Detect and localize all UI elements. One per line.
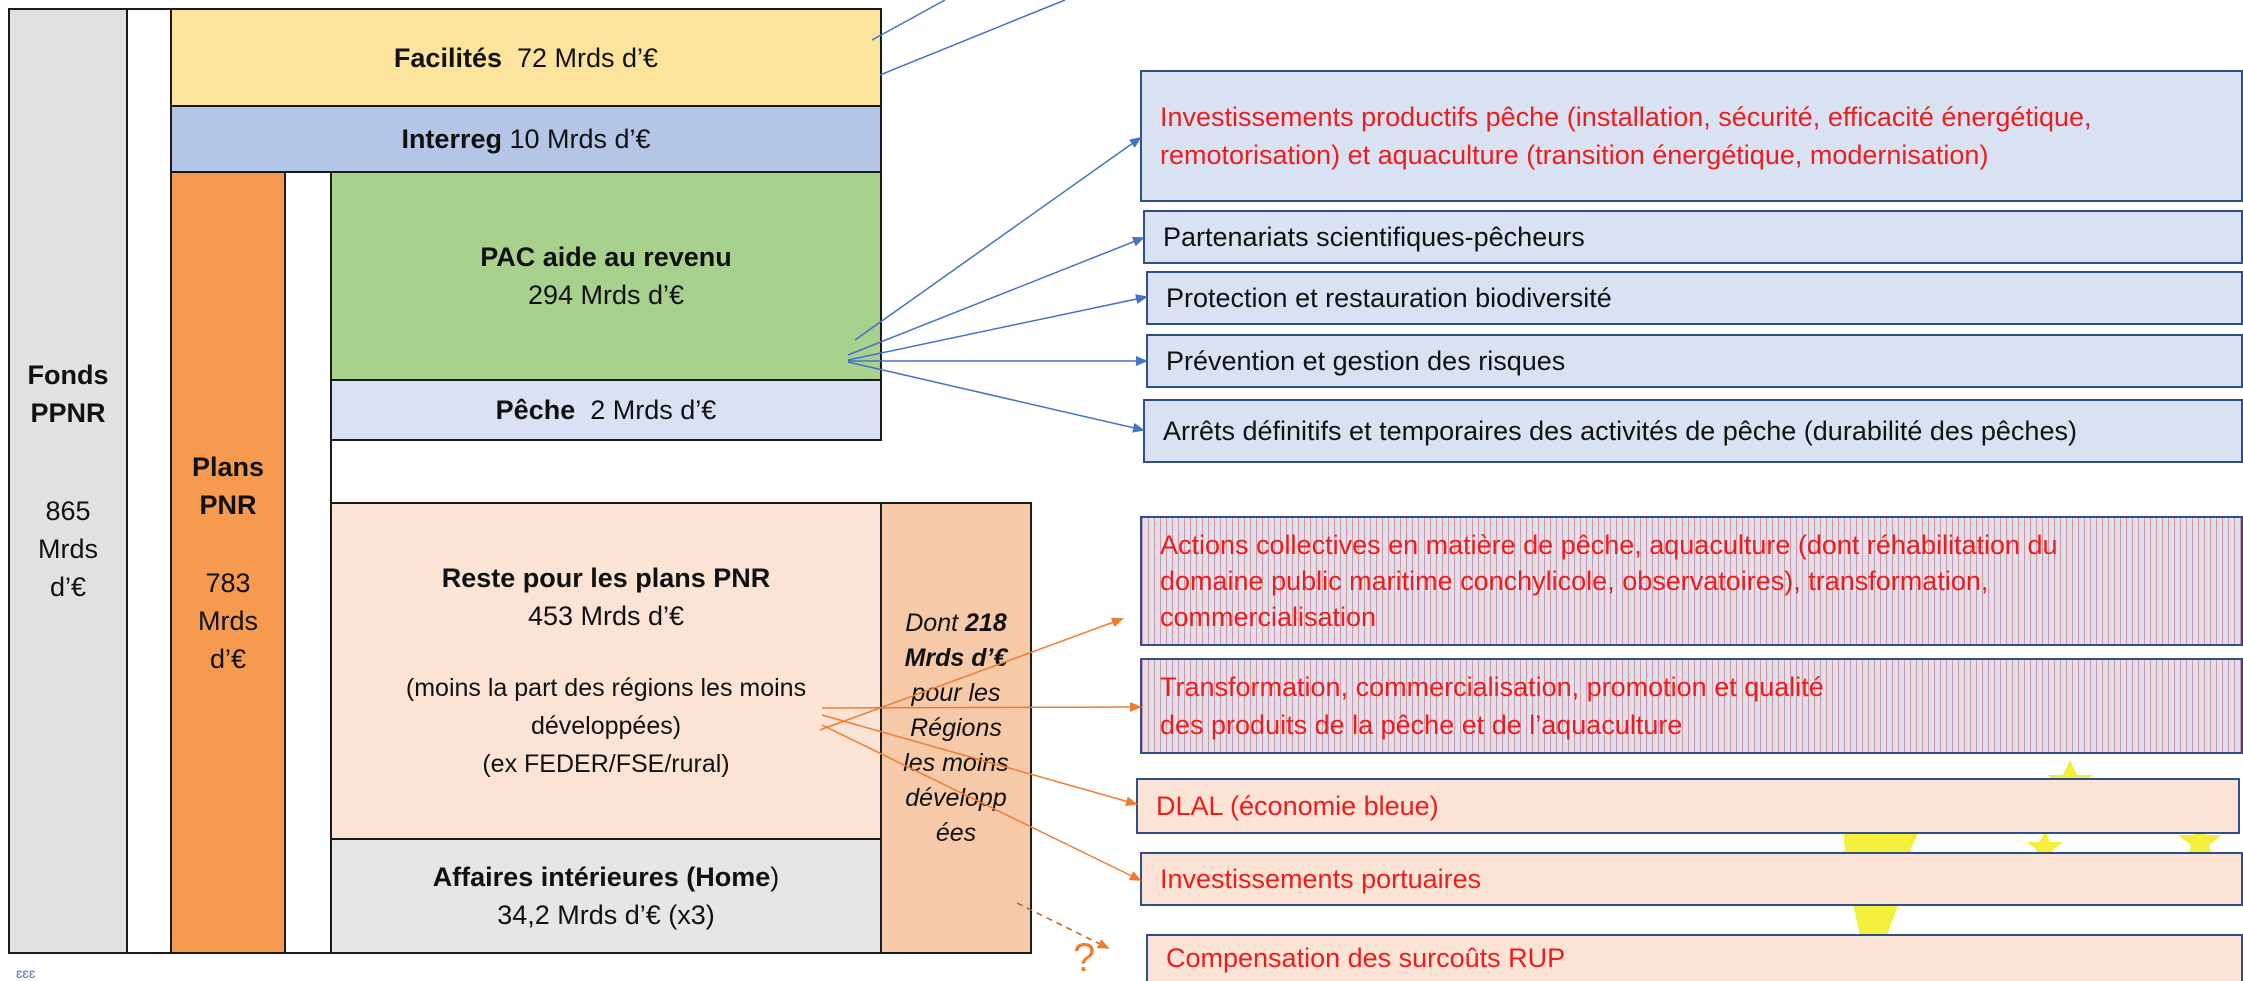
transfo-line2: des produits de la pêche et de l’aquacul… xyxy=(1160,710,1683,740)
actions-collectives-box: Actions collectives en matière de pêche,… xyxy=(1140,516,2243,646)
reste-note3: (ex FEDER/FSE/rural) xyxy=(482,750,730,778)
fonds-line4: Mrds xyxy=(38,534,98,564)
portuaires-box: Investissements portuaires xyxy=(1140,852,2243,906)
protection-box: Protection et restauration biodiversité xyxy=(1146,271,2243,325)
actions-line2: domaine public maritime conchylicole, ob… xyxy=(1160,566,1989,596)
plans-pnr-box: Plans PNR 783 Mrds d’€ xyxy=(170,171,286,954)
portuaires-text: Investissements portuaires xyxy=(1160,863,1482,894)
pac-box: PAC aide au revenu 294 Mrds d’€ xyxy=(330,171,882,381)
reste-note2: développées) xyxy=(530,712,682,740)
transformation-box: Transformation, commercialisation, promo… xyxy=(1140,658,2243,754)
spacer xyxy=(126,8,172,954)
pac-amount: 294 Mrds d’€ xyxy=(527,280,685,310)
partenariats-box: Partenariats scientifiques-pêcheurs xyxy=(1143,210,2243,264)
fonds-line1: Fonds xyxy=(27,360,109,390)
reste-note1: (moins la part des régions les moins xyxy=(405,674,807,702)
fonds-line3: 865 xyxy=(45,496,91,526)
dont-l6: développ xyxy=(905,783,1007,812)
plans-line4: Mrds xyxy=(198,605,258,636)
peche-name: Pêche xyxy=(495,395,576,425)
dont-l7: ées xyxy=(935,818,977,847)
plans-line1: Plans xyxy=(191,451,265,482)
invest-line1: Investissements productifs pêche (instal… xyxy=(1160,102,2092,132)
reste-plans-box: Reste pour les plans PNR 453 Mrds d’€ (m… xyxy=(330,502,882,840)
spacer xyxy=(284,171,332,954)
dlal-text: DLAL (économie bleue) xyxy=(1156,790,1439,821)
arrets-box: Arrêts définitifs et temporaires des act… xyxy=(1143,399,2243,463)
interreg-amount: 10 Mrds d’€ xyxy=(509,124,651,154)
affaires-name: Affaires intérieures (Home xyxy=(432,862,771,892)
star-icon xyxy=(2178,820,2222,860)
prevention-box: Prévention et gestion des risques xyxy=(1146,334,2243,388)
fonds-ppnr-box: Fonds PPNR 865 Mrds d’€ xyxy=(8,8,128,954)
facilites-box: Facilités 72 Mrds d’€ xyxy=(170,8,882,107)
fonds-line2: PPNR xyxy=(30,398,106,428)
arrets-text: Arrêts définitifs et temporaires des act… xyxy=(1163,415,2077,446)
dont-l1b: 218 xyxy=(965,608,1007,637)
plans-line3: 783 xyxy=(205,567,251,598)
peche-amount: 2 Mrds d’€ xyxy=(590,395,717,425)
reste-name: Reste pour les plans PNR xyxy=(441,563,771,593)
dont-l3: pour les xyxy=(911,678,1001,707)
transfo-line1: Transformation, commercialisation, promo… xyxy=(1160,672,1824,702)
facilites-amount: 72 Mrds d’€ xyxy=(517,42,659,73)
dont-l5: les moins xyxy=(903,748,1009,777)
actions-line1: Actions collectives en matière de pêche,… xyxy=(1160,530,2058,560)
rup-text: Compensation des surcoûts RUP xyxy=(1166,943,1566,973)
interreg-box: Interreg 10 Mrds d’€ xyxy=(170,105,882,173)
question-mark: ? xyxy=(1073,936,1096,980)
plans-line2: PNR xyxy=(199,489,257,520)
peche-box: Pêche 2 Mrds d’€ xyxy=(330,379,882,441)
invest-line2: remotorisation) et aquaculture (transiti… xyxy=(1160,140,1989,170)
pac-name: PAC aide au revenu xyxy=(480,242,732,272)
partenariats-text: Partenariats scientifiques-pêcheurs xyxy=(1163,221,1585,252)
interreg-name: Interreg xyxy=(401,124,502,154)
dont-l4: Régions xyxy=(910,713,1002,742)
plans-line5: d’€ xyxy=(209,643,247,674)
dont-regions-box: Dont 218 Mrds d’€ pour les Régions les m… xyxy=(880,502,1032,954)
rup-box: Compensation des surcoûts RUP xyxy=(1146,934,2243,981)
affaires-amount: 34,2 Mrds d’€ (x3) xyxy=(497,900,715,930)
affaires-interieures-box: Affaires intérieures (Home) 34,2 Mrds d’… xyxy=(330,838,882,954)
reste-amount: 453 Mrds d’€ xyxy=(527,601,685,631)
dont-l2: Mrds d’€ xyxy=(904,643,1008,672)
dont-l1: Dont xyxy=(905,608,966,637)
prevention-text: Prévention et gestion des risques xyxy=(1166,345,1566,376)
investissements-box: Investissements productifs pêche (instal… xyxy=(1140,70,2243,202)
dlal-box: DLAL (économie bleue) xyxy=(1136,778,2240,834)
facilites-name: Facilités xyxy=(393,42,502,73)
fonds-line5: d’€ xyxy=(49,572,87,602)
actions-line3: commercialisation xyxy=(1160,602,1377,632)
protection-text: Protection et restauration biodiversité xyxy=(1166,282,1612,313)
affaires-paren: ) xyxy=(770,862,780,892)
